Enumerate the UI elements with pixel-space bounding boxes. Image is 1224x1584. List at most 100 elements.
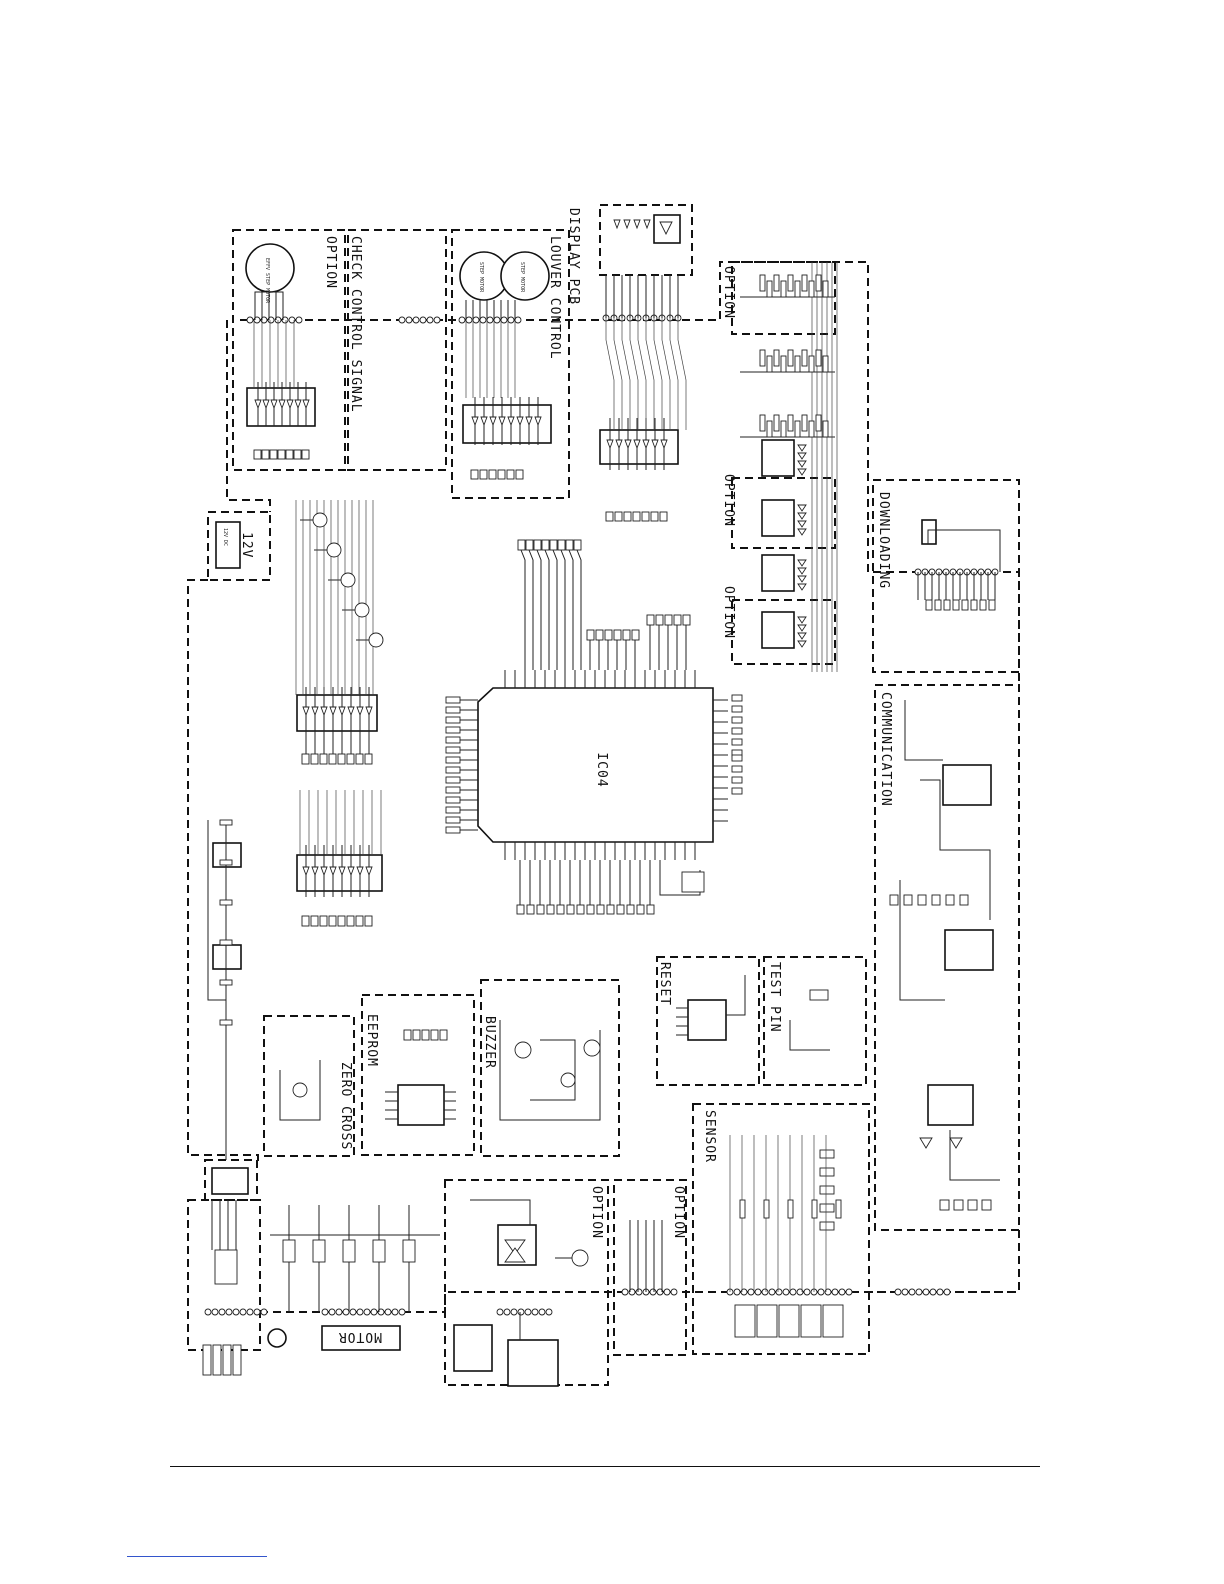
resistor-ladder <box>816 415 821 431</box>
sensor-resistor <box>812 1200 817 1218</box>
resistor-ladder <box>760 275 765 291</box>
sensor-port <box>820 1186 834 1194</box>
relay-coil <box>343 1240 355 1262</box>
resistor-ladder <box>809 421 814 437</box>
port-display <box>606 512 613 521</box>
transistor <box>355 603 369 617</box>
display-led <box>614 220 620 228</box>
resistor-ladder <box>823 421 828 437</box>
resistor-ladder <box>774 275 779 291</box>
port-louver <box>498 470 505 479</box>
signal-port <box>577 905 584 914</box>
zc-transistor <box>293 1083 307 1097</box>
ic04-port-left <box>446 747 460 753</box>
signal-port <box>550 540 557 550</box>
effv-lead <box>271 292 276 320</box>
port-louver <box>507 470 514 479</box>
download-port <box>926 600 932 610</box>
conn-sensor <box>755 1289 761 1295</box>
title-option-bottom: OPTION <box>671 1186 686 1239</box>
download-port <box>935 600 941 610</box>
signal-port <box>623 630 630 640</box>
cap <box>220 820 232 825</box>
ic04-port-left <box>446 707 460 713</box>
conn-sensor <box>804 1289 810 1295</box>
signal-trace <box>529 550 533 670</box>
conn-louver <box>515 317 521 323</box>
opto-led <box>798 584 806 590</box>
port-top-driver <box>270 450 277 459</box>
effv-lead <box>274 292 283 320</box>
resistor-ladder <box>788 350 793 366</box>
download-port <box>944 600 950 610</box>
cap <box>220 1020 232 1025</box>
opto-led <box>798 576 806 582</box>
resistor-ladder <box>788 275 793 291</box>
port-leftlow <box>320 916 327 926</box>
transistor <box>313 513 327 527</box>
ic04-port-right <box>732 728 742 734</box>
ic04-port-left <box>446 777 460 783</box>
testpin-trace <box>790 1020 830 1050</box>
resistor-ladder <box>781 281 786 297</box>
power-terminal <box>223 1345 231 1375</box>
comm-port <box>982 1200 991 1210</box>
ic-comm-2 <box>945 930 993 970</box>
crystal-body <box>682 872 704 892</box>
download-port <box>971 600 977 610</box>
title-check-control: CHECK CONTROL SIGNAL <box>348 236 363 413</box>
resistor-ladder <box>809 356 814 372</box>
conn-motor <box>350 1309 356 1315</box>
display-drive <box>662 318 670 430</box>
conn-power <box>261 1309 267 1315</box>
title-zero-cross: ZERO CROSS <box>338 1062 353 1150</box>
display-drive <box>670 318 678 430</box>
ic-driver-left-mid <box>297 695 377 731</box>
triac-trace <box>470 1200 530 1225</box>
transistor <box>327 543 341 557</box>
port-display <box>642 512 649 521</box>
conn-louver <box>508 317 514 323</box>
sensor-port <box>820 1168 834 1176</box>
resistor-ladder <box>781 356 786 372</box>
signal-port <box>617 905 624 914</box>
conn-fan <box>539 1309 545 1315</box>
title-option-right-mid: OPTION <box>721 474 736 527</box>
opto-led <box>798 617 806 623</box>
comm-port <box>954 1200 963 1210</box>
conn-fan <box>518 1309 524 1315</box>
signal-trace <box>553 550 557 670</box>
opto-led <box>798 568 806 574</box>
port-leftmid <box>320 754 327 764</box>
conn-louver <box>466 317 472 323</box>
ic04-port-right <box>732 788 742 794</box>
main-ic: IC04 <box>446 670 742 860</box>
conn-sensor <box>734 1289 740 1295</box>
stp-motor-1-label: STEP MOTOR <box>478 262 484 293</box>
eeprom-port <box>422 1030 429 1040</box>
port-leftmid <box>347 754 354 764</box>
block-option-right-top <box>732 262 835 334</box>
conn-louver <box>487 317 493 323</box>
eeprom-port <box>440 1030 447 1040</box>
comm-port <box>918 895 926 905</box>
transistor <box>341 573 355 587</box>
ic04-port-left <box>446 807 460 813</box>
resistor-ladder <box>823 281 828 297</box>
signal-port <box>567 905 574 914</box>
port-leftlow <box>329 916 336 926</box>
resistor-ladder <box>781 421 786 437</box>
port-top-driver <box>302 450 309 459</box>
port-leftlow <box>347 916 354 926</box>
conn-motor <box>336 1309 342 1315</box>
ic04-port-left <box>446 757 460 763</box>
port-leftmid <box>338 754 345 764</box>
signal-port <box>683 615 690 625</box>
signal-port <box>596 630 603 640</box>
ic04-port-right <box>732 755 742 761</box>
signal-port <box>534 540 541 550</box>
signal-port <box>517 905 524 914</box>
signal-port <box>656 615 663 625</box>
opto-led <box>798 560 806 566</box>
